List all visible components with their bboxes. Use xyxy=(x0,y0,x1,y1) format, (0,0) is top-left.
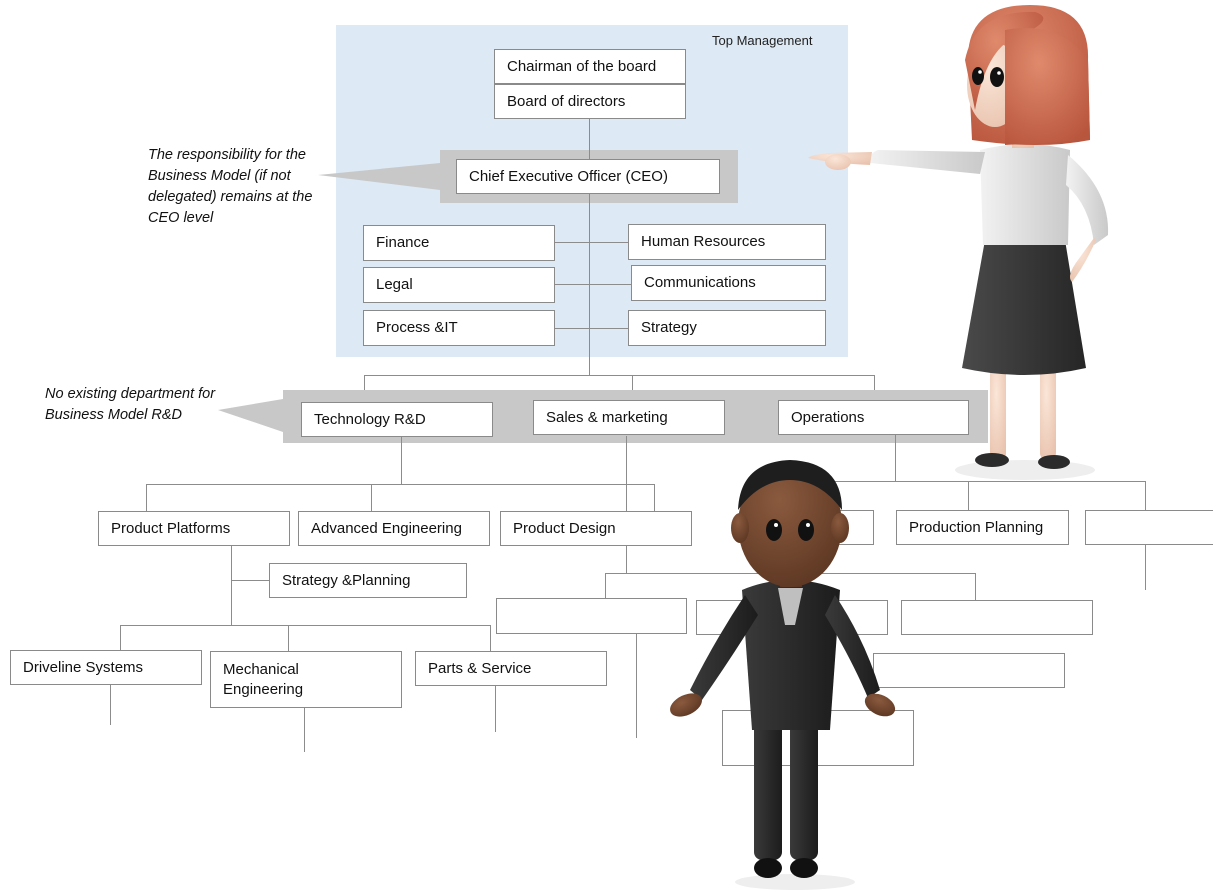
connector-ops-bar xyxy=(786,481,1146,482)
chairman-box: Chairman of the board xyxy=(494,49,686,84)
technology-rnd-label: Technology R&D xyxy=(314,410,426,428)
finance-box: Finance xyxy=(363,225,555,261)
operations-unit-empty-2 xyxy=(1085,510,1213,545)
legal-label: Legal xyxy=(376,276,413,294)
finance-label: Finance xyxy=(376,234,430,252)
board-box: Board of directors xyxy=(494,84,686,119)
rnd-callout-wedge xyxy=(218,399,283,432)
connector-ops-down xyxy=(895,435,896,481)
ceo-label: Chief Executive Officer (CEO) xyxy=(469,167,668,185)
legal-box: Legal xyxy=(363,267,555,303)
ceo-callout-wedge xyxy=(318,163,440,190)
connector-plat-drop-2 xyxy=(288,625,289,651)
connector-mechanical-tail xyxy=(304,707,305,752)
connector-ops-tail xyxy=(1145,544,1146,590)
connector-divisions-bar xyxy=(364,375,875,376)
product-platforms-box: Product Platforms xyxy=(98,511,290,546)
connector-plat-drop-3 xyxy=(490,625,491,651)
no-rnd-department-note: No existing department for Business Mode… xyxy=(45,386,216,423)
connector-board-ceo xyxy=(589,118,590,160)
connector-techrnd-down xyxy=(401,436,402,484)
connector-div-drop-2 xyxy=(632,375,633,390)
process-it-label: Process &IT xyxy=(376,319,458,337)
connector-design-down xyxy=(626,545,627,573)
connector-driveline-tail xyxy=(110,684,111,725)
connector-staff-row2 xyxy=(554,284,631,285)
human-resources-box: Human Resources xyxy=(628,224,826,260)
communications-box: Communications xyxy=(631,265,826,301)
driveline-label: Driveline Systems xyxy=(23,658,144,676)
connector-ops-drop-2 xyxy=(1145,481,1146,510)
connector-design-drop-1 xyxy=(605,573,606,598)
advanced-engineering-label: Advanced Engineering xyxy=(311,519,462,537)
production-planning-label: Production Planning xyxy=(909,518,1044,536)
connector-plat-drop-1 xyxy=(120,625,121,651)
sales-marketing-box: Sales & marketing xyxy=(533,400,725,435)
connector-div-drop-1 xyxy=(364,375,365,390)
shrugging-man-figure xyxy=(670,460,896,890)
strategy-box: Strategy xyxy=(628,310,826,346)
operations-label: Operations xyxy=(791,408,865,426)
chairman-label: Chairman of the board xyxy=(507,57,657,75)
strategy-label: Strategy xyxy=(641,319,697,337)
production-planning-box: Production Planning xyxy=(896,510,1069,545)
parts-service-box: Parts & Service xyxy=(415,651,607,686)
connector-unit-drop-1 xyxy=(146,484,147,512)
connector-sales-down xyxy=(626,436,627,512)
parts-service-label: Parts & Service xyxy=(428,659,532,677)
ceo-box: Chief Executive Officer (CEO) xyxy=(456,159,720,194)
driveline-box: Driveline Systems xyxy=(10,650,202,685)
connector-parts-tail xyxy=(495,685,496,732)
mechanical-box: Mechanical Engineering xyxy=(210,651,402,708)
connector-platforms-bar xyxy=(120,625,491,626)
communications-label: Communications xyxy=(644,274,756,292)
mechanical-label: Mechanical Engineering xyxy=(223,661,304,698)
board-label: Board of directors xyxy=(507,92,626,110)
human-resources-label: Human Resources xyxy=(641,233,766,251)
product-design-label: Product Design xyxy=(513,519,616,537)
design-unit-empty-1 xyxy=(496,598,687,634)
connector-unit-drop-2 xyxy=(371,484,372,512)
connector-design-drop-2 xyxy=(975,573,976,600)
connector-staff-row3 xyxy=(554,328,628,329)
product-platforms-label: Product Platforms xyxy=(111,519,231,537)
connector-div-drop-3 xyxy=(874,375,875,390)
pointing-woman-figure xyxy=(808,5,1109,480)
connector-strategy-branch xyxy=(231,580,270,581)
strategy-planning-box: Strategy &Planning xyxy=(269,563,467,598)
technology-rnd-box: Technology R&D xyxy=(301,402,493,437)
strategy-planning-label: Strategy &Planning xyxy=(282,571,411,589)
connector-unit-drop-3 xyxy=(654,484,655,512)
sales-marketing-label: Sales & marketing xyxy=(546,408,668,426)
product-design-box: Product Design xyxy=(500,511,692,546)
design-unit-empty-3 xyxy=(901,600,1093,635)
connector-units-bar xyxy=(146,484,655,485)
process-it-box: Process &IT xyxy=(363,310,555,346)
connector-ops-drop-1 xyxy=(968,481,969,510)
connector-platforms-down xyxy=(231,545,232,625)
design-unit-empty-4 xyxy=(873,653,1065,688)
ceo-responsibility-note: The responsibility for the Business Mode… xyxy=(148,147,313,226)
connector-staff-row1 xyxy=(554,242,628,243)
connector-design-tail xyxy=(636,633,637,738)
advanced-engineering-box: Advanced Engineering xyxy=(298,511,490,546)
top-management-label: Top Management xyxy=(712,33,813,48)
operations-box: Operations xyxy=(778,400,969,435)
